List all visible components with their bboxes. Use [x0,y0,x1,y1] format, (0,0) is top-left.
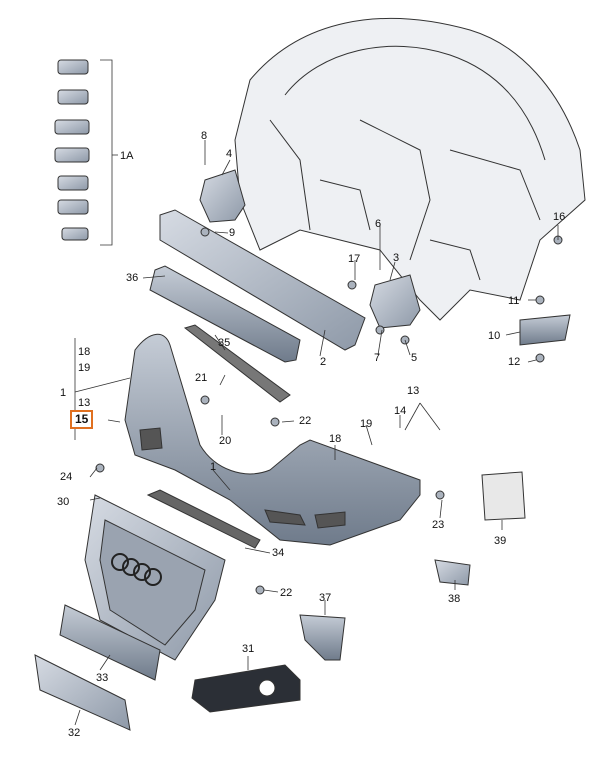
part-label-22b: 22 [280,587,293,599]
parts-bag [481,471,526,521]
radiator-grille [84,494,226,661]
bumper-beam [159,209,366,351]
part-label-16: 16 [553,211,566,223]
part-label-30: 30 [57,496,70,508]
part-label-21: 21 [195,372,208,384]
part-label-13b: 13 [407,385,420,397]
fog-lamp-grille [191,664,301,713]
part-label-3: 3 [393,252,400,264]
part-label-17: 17 [348,253,361,265]
part-label-2: 2 [320,356,327,368]
part-label-1: 1 [60,387,67,399]
part-label-15-highlighted[interactable]: 15 [70,410,94,429]
retaining-clip [434,559,471,586]
part-label-24: 24 [60,471,73,483]
part-label-20: 20 [219,435,232,447]
part-label-14: 14 [394,405,407,417]
lower-grille-insert [59,604,161,681]
part-label-19a: 19 [78,362,91,374]
upper-trim-strip [183,324,291,403]
part-label-31: 31 [242,643,255,655]
part-label-23: 23 [432,519,445,531]
bracket-left [199,169,246,223]
part-label-5: 5 [411,352,418,364]
part-label-6: 6 [375,218,382,230]
part-label-9: 9 [229,227,236,239]
part-label-32: 32 [68,727,81,739]
part-label-4: 4 [226,148,233,160]
part-label-18: 18 [78,346,91,358]
callout-lines [74,59,559,726]
bumper-cover [124,333,421,546]
part-label-1a: 1A [120,150,134,162]
part-label-19b: 19 [360,418,373,430]
part-label-10: 10 [488,330,501,342]
part-label-1b: 1 [210,461,217,473]
part-label-22a: 22 [299,415,312,427]
front-end-carrier [234,17,586,321]
guide-profile [519,314,571,346]
audi-rings-emblem [111,553,162,586]
part-label-8: 8 [201,130,208,142]
bracket-right [369,274,421,329]
part-label-11: 11 [508,295,520,307]
fastener-kit [54,59,90,241]
part-label-33: 33 [96,672,109,684]
part-label-39: 39 [494,535,507,547]
part-label-12: 12 [508,356,521,368]
side-guide-bracket [299,614,346,661]
part-label-35: 35 [218,337,231,349]
part-label-38: 38 [448,593,461,605]
part-label-34: 34 [272,547,285,559]
impact-absorber [149,265,301,363]
part-label-7: 7 [374,352,381,364]
part-label-37: 37 [319,592,332,604]
part-label-18b: 18 [329,433,342,445]
part-label-36: 36 [126,272,139,284]
part-label-13a: 13 [78,397,91,409]
licence-plate-holder [34,654,131,731]
lower-spoiler-strip [146,489,261,549]
